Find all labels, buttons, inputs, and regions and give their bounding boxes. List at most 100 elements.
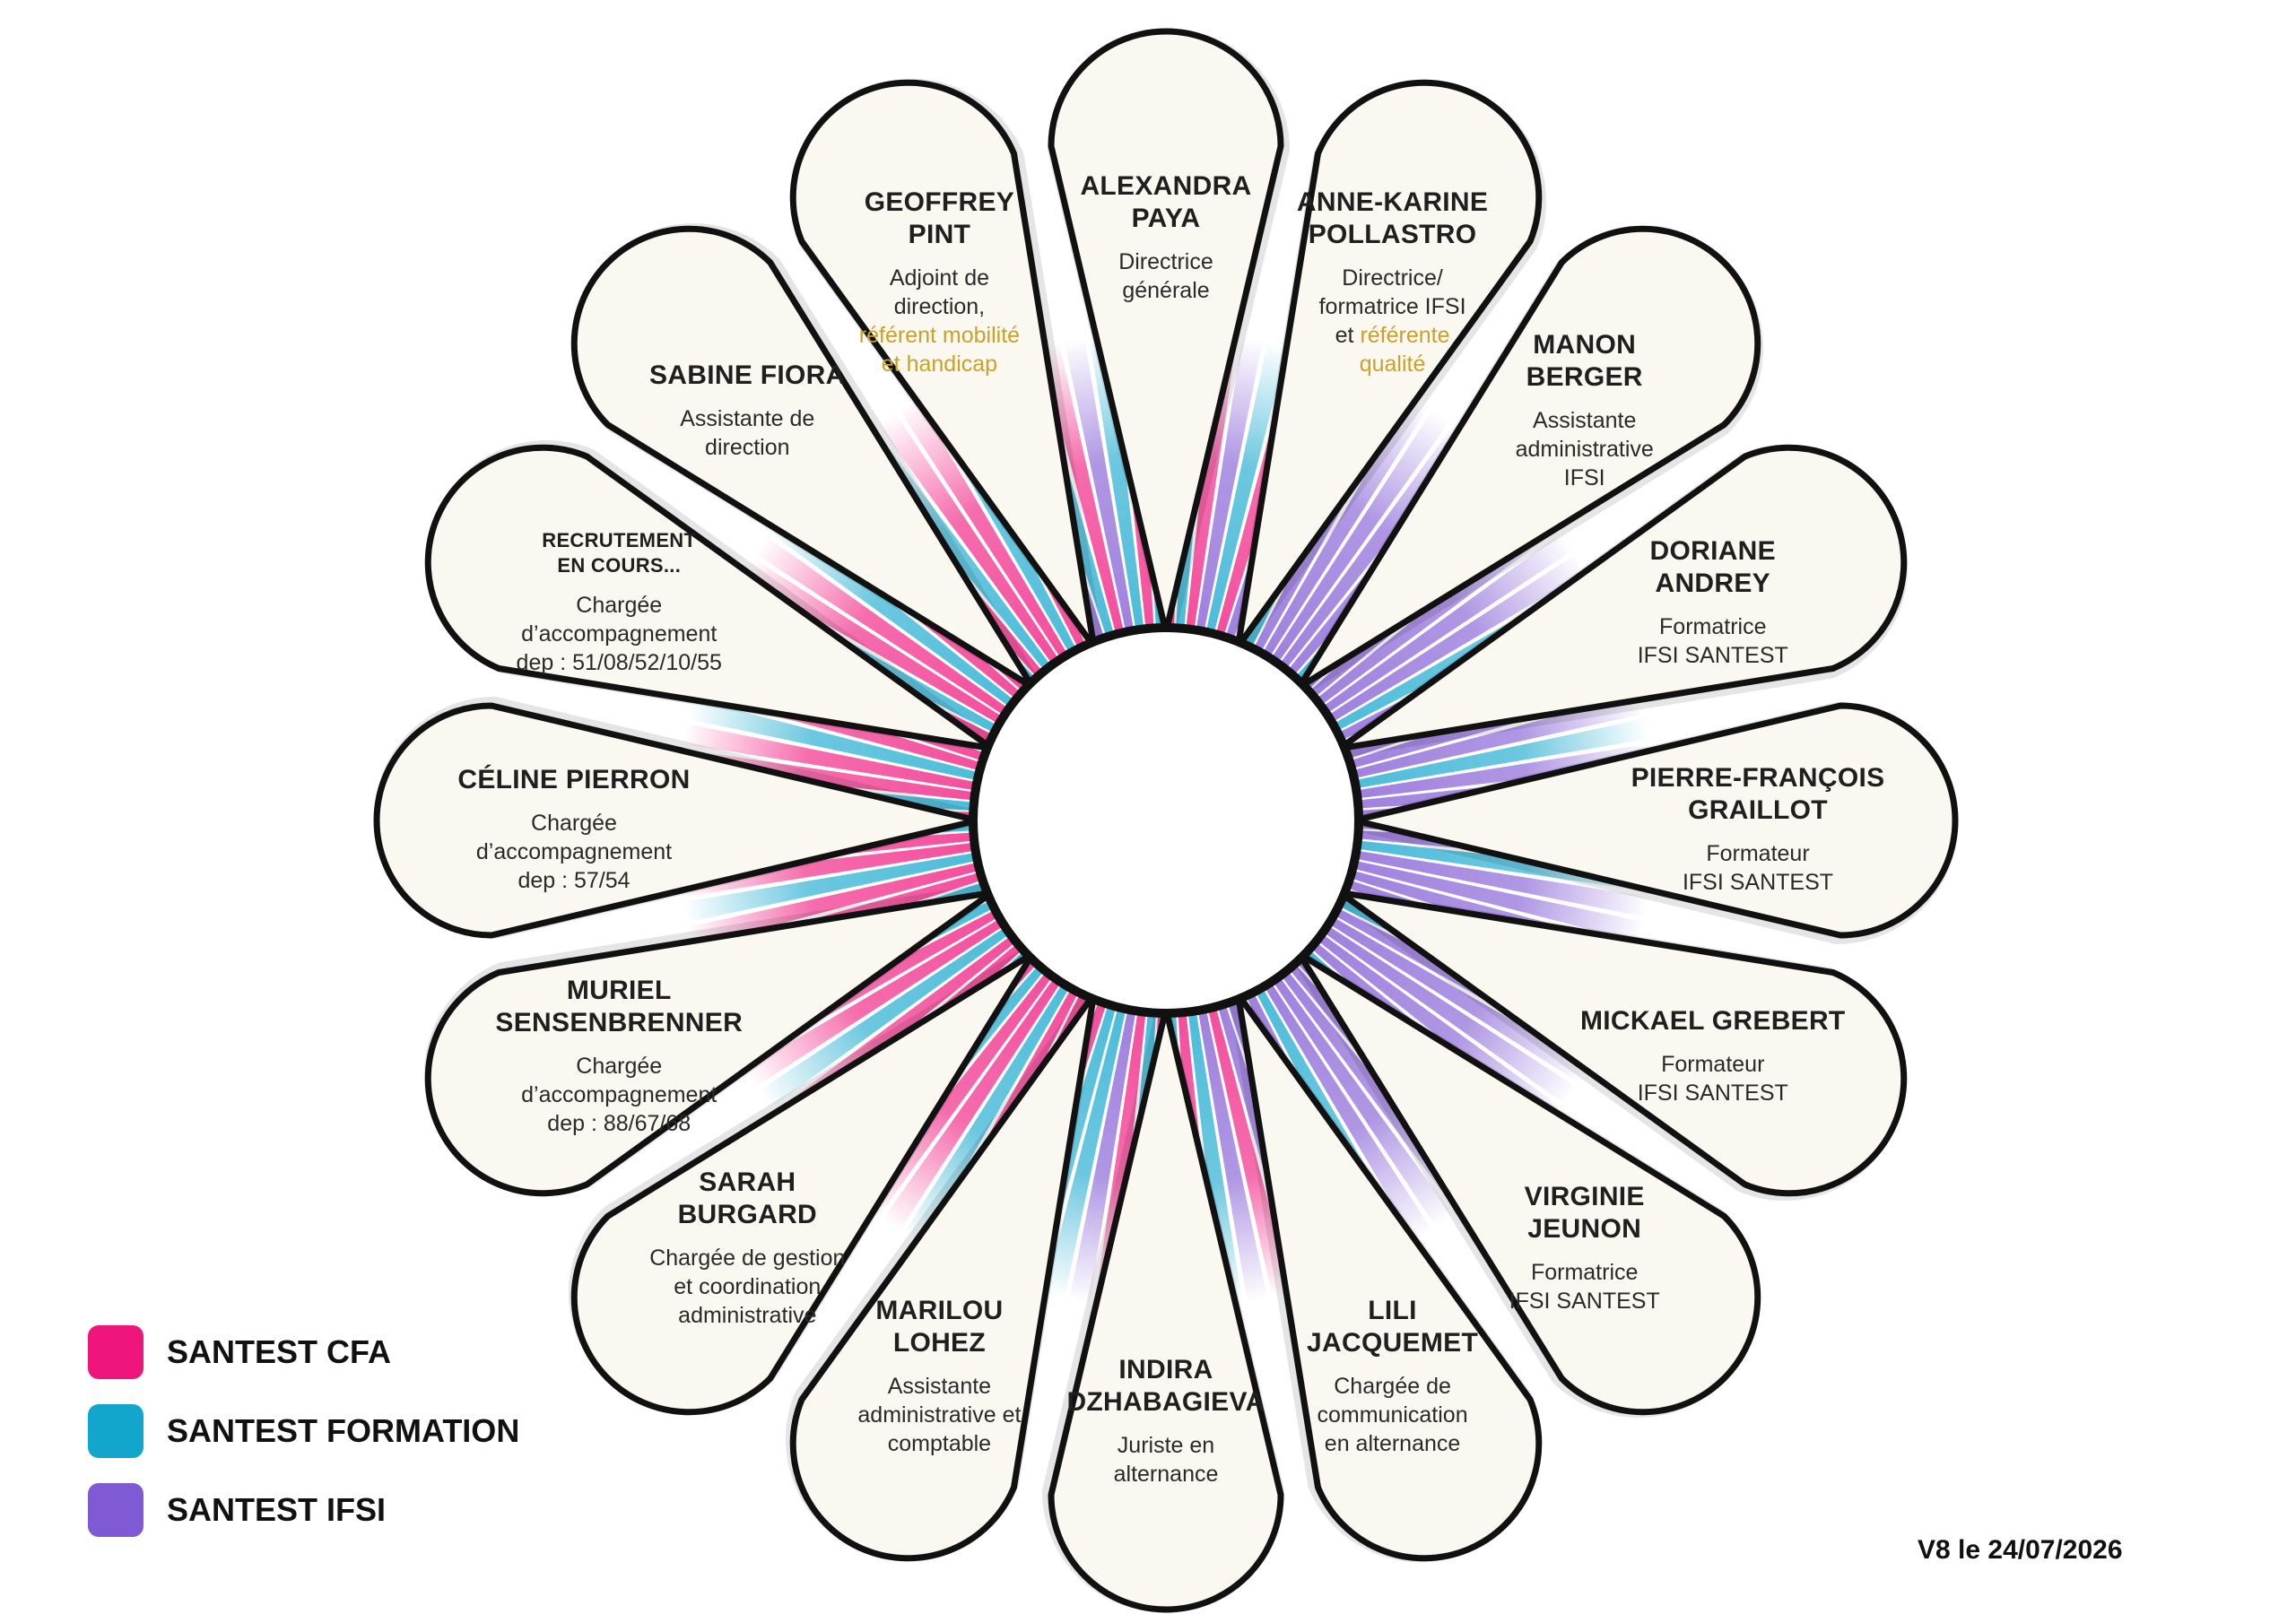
petal-card: SABINE FIORA Assistante de direction [613,360,882,462]
person-role: Directrice/ formatrice IFSI et référente… [1258,264,1527,378]
legend: SANTEST CFA SANTEST FORMATION SANTEST IF… [88,1325,519,1562]
person-role: Assistante administrative IFSI [1450,406,1719,492]
petal-shape [789,79,1098,649]
petal [1349,701,1959,945]
affiliation-stripe [1312,917,1648,1153]
petal-card: VIRGINIE JEUNON Formatrice IFSI SANTEST [1450,1181,1719,1315]
affiliation-stripe [1343,730,1736,801]
person-role: Formatrice IFSI SANTEST [1450,1258,1719,1315]
petal-shape [1337,889,1908,1197]
petal-card: INDIRA DZHABAGIEVA Juriste en alternance [1031,1354,1300,1488]
person-role: Formatrice IFSI SANTEST [1578,612,1848,670]
affiliation-stripe [1052,996,1138,1388]
petal-card: ANNE-KARINE POLLASTRO Directrice/ formatr… [1258,187,1527,378]
person-name: RECRUTEMENT EN COURS... [542,529,697,577]
legend-label: SANTEST CFA [167,1333,392,1370]
petal-card: ALEXANDRA PAYA Directrice générale [1031,170,1300,305]
person-name: INDIRA DZHABAGIEVA [1066,1355,1265,1417]
petal-card: MURIEL SENSENBRENNER Chargée d’accompagne… [484,975,753,1138]
person-name: DORIANE ANDREY [1649,536,1776,599]
affiliation-stripe [1317,910,1664,1128]
role-text: Assistante administrative IFSI [1515,408,1654,491]
petal-shape [1337,444,1908,752]
affiliation-stripe [596,840,989,911]
person-role: Chargée de gestion et coordination admin… [613,1244,882,1330]
petal-shape [1296,950,1761,1416]
affiliation-stripe [687,919,1022,1159]
role-text: Assistante de direction [680,406,815,461]
person-name: ANNE-KARINE POLLASTRO [1296,187,1489,250]
petal [1228,988,1543,1563]
petal-shape [1234,79,1543,649]
role-text: Juriste en alternance [1113,1433,1219,1487]
role-text: Formateur IFSI SANTEST [1682,841,1834,895]
person-name: MURIEL SENSENBRENNER [495,975,744,1037]
affiliation-stripe [1186,997,1257,1391]
petal [1041,1003,1285,1613]
petal-card: SARAH BURGARD Chargée de gestion et coord… [613,1167,882,1330]
affiliation-stripe [1196,995,1286,1387]
legend-label: SANTEST FORMATION [167,1412,520,1449]
role-text: Chargée d’accompagnement dep : 57/54 [475,811,673,893]
affiliation-stripe [858,971,1076,1318]
affiliation-stripe [672,911,1016,1133]
petal [424,440,1000,754]
legend-swatch-cfa [88,1325,144,1379]
petal-ring [373,28,1959,1613]
affiliation-stripe [598,707,990,793]
petal-shape [1234,992,1543,1562]
petal [1047,28,1291,638]
affiliation-stripe [1046,254,1136,646]
person-role: Chargée d’accompagnement dep : 51/08/52/… [484,591,753,677]
affiliation-stripe [853,326,1075,671]
affiliation-stripe [684,488,1020,724]
petal [1332,887,1908,1201]
petal [570,222,1043,694]
petal-shape [1353,702,1959,939]
petal [1289,947,1761,1419]
role-text: Formatrice IFSI SANTEST [1509,1259,1660,1314]
petal [373,696,983,940]
affiliation-stripe [1263,339,1499,674]
affiliation-stripe [1265,965,1504,1299]
person-role: Chargée de communication en alternance [1258,1372,1527,1458]
petal [1334,444,1909,759]
person-name: LILI JACQUEMET [1307,1295,1479,1358]
person-name: ALEXANDRA PAYA [1080,171,1252,233]
role-text: Chargée d’accompagnement dep : 88/67/68 [521,1053,718,1136]
role-highlight: référente qualité [1359,323,1450,378]
affiliation-stripe [1342,848,1734,934]
petal [789,78,1104,653]
affiliation-stripe [599,850,991,941]
petal-shape [424,889,995,1197]
person-name: VIRGINIE JEUNON [1524,1181,1645,1244]
person-role: Directrice générale [1031,247,1300,305]
affiliation-stripe [1257,970,1479,1315]
person-name: SABINE FIORA [648,360,846,391]
legend-item-formation: SANTEST FORMATION [88,1404,519,1458]
person-name: PIERRE-FRANÇOIS GRAILLOT [1631,763,1885,825]
role-text: Formatrice IFSI SANTEST [1637,614,1788,669]
petal [786,986,1100,1562]
person-name: SARAH BURGARD [677,1167,818,1229]
legend-swatch-ifsi [88,1483,144,1537]
center-disc [969,623,1363,1018]
person-name: MARILOU LOHEZ [875,1295,1004,1358]
petal-shape [373,702,978,939]
role-text: Chargée de communication en alternance [1317,1373,1468,1456]
person-name: MICKAEL GREBERT [1579,1005,1846,1036]
affiliation-stripe [833,967,1069,1302]
petal-card: RECRUTEMENT EN COURS... Chargée d’accompa… [484,528,753,677]
legend-swatch-formation [88,1404,144,1458]
role-highlight: référent mobilité et handicap [858,323,1021,378]
affiliation-stripe [668,513,1015,731]
affiliation-stripe [1310,482,1645,722]
affiliation-stripe [1341,700,1733,791]
petal [1292,225,1764,698]
